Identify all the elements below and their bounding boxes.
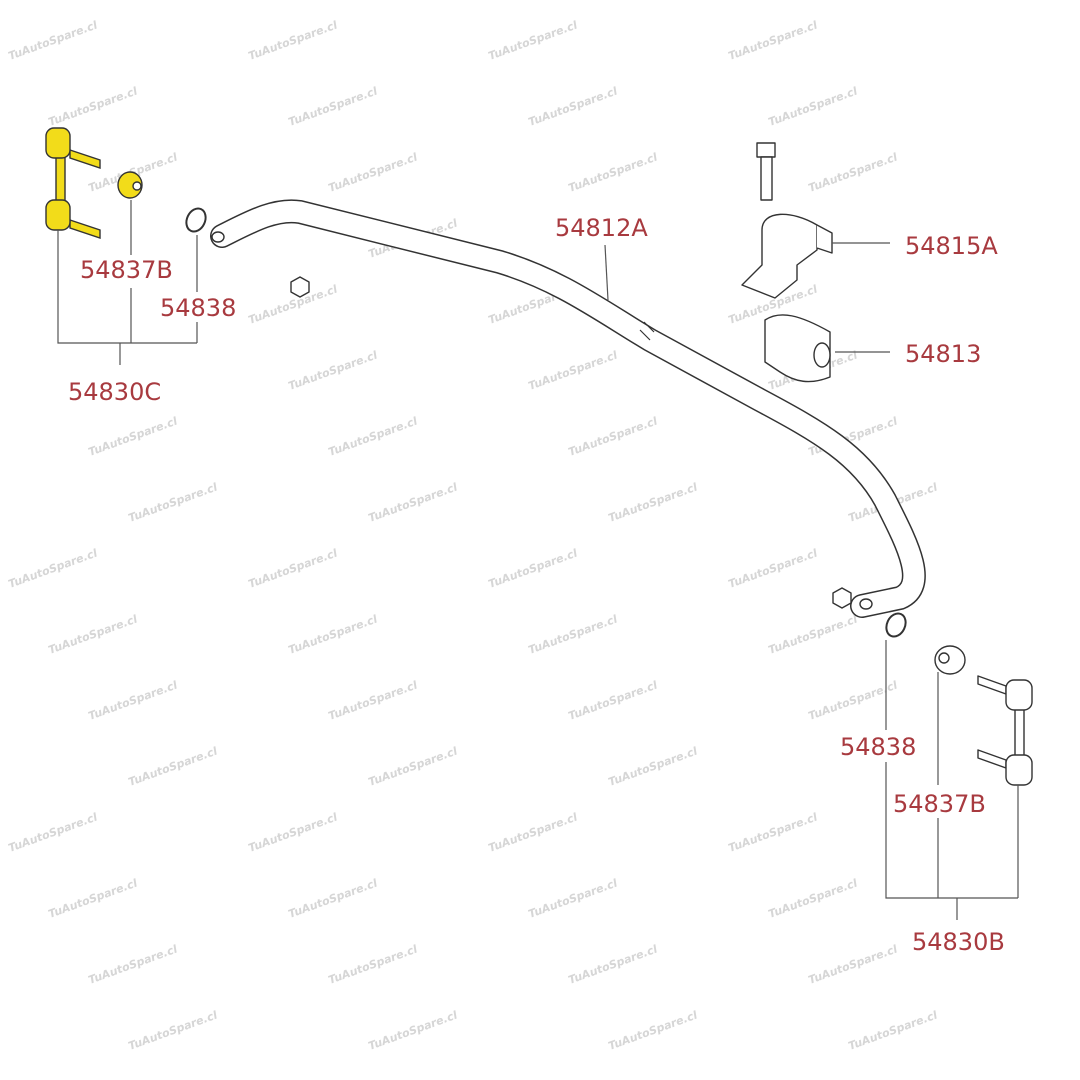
stabilizer-link-right[interactable] (977, 675, 1033, 786)
label-54837b-left: 54837B (80, 256, 173, 284)
watermark-text: TuAutoSpare.cl (487, 810, 580, 854)
watermark-text: TuAutoSpare.cl (47, 876, 140, 920)
watermark-text: TuAutoSpare.cl (727, 810, 820, 854)
watermark-text: TuAutoSpare.cl (287, 84, 380, 128)
label-54837b-right: 54837B (893, 790, 986, 818)
watermark-text: TuAutoSpare.cl (767, 84, 860, 128)
watermark-text: TuAutoSpare.cl (567, 414, 660, 458)
label-54815a: 54815A (905, 232, 998, 260)
watermark-text: TuAutoSpare.cl (807, 942, 900, 986)
watermark-text: TuAutoSpare.cl (47, 612, 140, 656)
watermark-text: TuAutoSpare.cl (527, 876, 620, 920)
stabilizer-link-left[interactable] (45, 127, 101, 239)
watermark-text: TuAutoSpare.cl (87, 942, 180, 986)
watermark-text: TuAutoSpare.cl (287, 348, 380, 392)
bracket[interactable] (741, 213, 833, 299)
watermark-text: TuAutoSpare.cl (127, 480, 220, 524)
watermark-text: TuAutoSpare.cl (127, 744, 220, 788)
watermark-text: TuAutoSpare.cl (247, 546, 340, 590)
watermark-text: TuAutoSpare.cl (767, 876, 860, 920)
watermark-text: TuAutoSpare.cl (367, 480, 460, 524)
label-54812a: 54812A (555, 214, 648, 242)
watermark-text: TuAutoSpare.cl (607, 480, 700, 524)
watermark-text: TuAutoSpare.cl (7, 18, 100, 62)
watermark-text: TuAutoSpare.cl (607, 744, 700, 788)
ring-left[interactable] (183, 205, 209, 234)
watermark-text: TuAutoSpare.cl (527, 84, 620, 128)
bolt (756, 142, 776, 201)
stabilizer-bar[interactable] (210, 199, 926, 618)
watermark-text: TuAutoSpare.cl (567, 150, 660, 194)
nut-right (832, 587, 852, 609)
watermark-text: TuAutoSpare.cl (807, 150, 900, 194)
watermark-text: TuAutoSpare.cl (727, 546, 820, 590)
bushing-left[interactable] (117, 171, 143, 199)
label-54830b: 54830B (912, 928, 1005, 956)
watermark-text: TuAutoSpare.cl (247, 18, 340, 62)
nut-left (290, 276, 310, 298)
watermark-text: TuAutoSpare.cl (767, 612, 860, 656)
watermark-text: TuAutoSpare.cl (327, 414, 420, 458)
watermark-text: TuAutoSpare.cl (567, 942, 660, 986)
watermark-text: TuAutoSpare.cl (367, 1008, 460, 1052)
watermark-text: TuAutoSpare.cl (487, 546, 580, 590)
watermark-text: TuAutoSpare.cl (287, 876, 380, 920)
watermark-text: TuAutoSpare.cl (327, 150, 420, 194)
watermark-text: TuAutoSpare.cl (7, 546, 100, 590)
watermark-text: TuAutoSpare.cl (367, 744, 460, 788)
label-54838-right: 54838 (840, 733, 916, 761)
watermark-text: TuAutoSpare.cl (727, 18, 820, 62)
ring-right[interactable] (883, 610, 909, 639)
watermark-text: TuAutoSpare.cl (847, 1008, 940, 1052)
label-54838-left: 54838 (160, 294, 236, 322)
bushing-right[interactable] (934, 645, 966, 675)
label-54830c: 54830C (68, 378, 161, 406)
watermark-text: TuAutoSpare.cl (287, 612, 380, 656)
label-54813: 54813 (905, 340, 981, 368)
watermark-text: TuAutoSpare.cl (87, 414, 180, 458)
watermark-text: TuAutoSpare.cl (127, 1008, 220, 1052)
watermark-text: TuAutoSpare.cl (807, 678, 900, 722)
watermark-text: TuAutoSpare.cl (247, 810, 340, 854)
leader-lines (57, 200, 1019, 920)
watermark-text: TuAutoSpare.cl (87, 678, 180, 722)
watermark-text: TuAutoSpare.cl (327, 942, 420, 986)
watermark-text: TuAutoSpare.cl (487, 18, 580, 62)
watermark-text: TuAutoSpare.cl (527, 612, 620, 656)
watermark-text: TuAutoSpare.cl (47, 84, 140, 128)
watermark-text: TuAutoSpare.cl (7, 810, 100, 854)
bar-bushing[interactable] (764, 314, 831, 383)
watermark-text: TuAutoSpare.cl (567, 678, 660, 722)
watermark-text: TuAutoSpare.cl (527, 348, 620, 392)
watermark-text: TuAutoSpare.cl (607, 1008, 700, 1052)
watermark-text: TuAutoSpare.cl (327, 678, 420, 722)
